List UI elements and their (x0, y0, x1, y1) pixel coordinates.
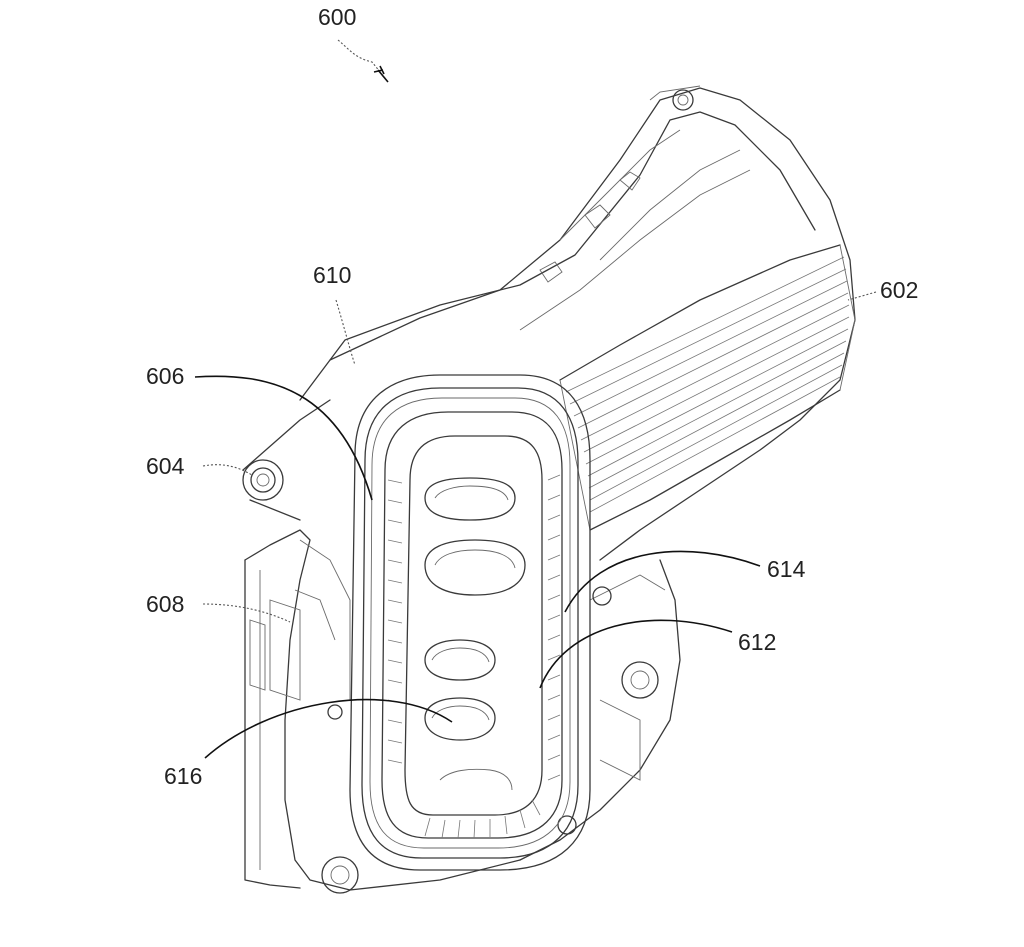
ref-610: 610 (313, 262, 356, 366)
mount-boss (242, 399, 331, 521)
ref-606: 606 (146, 363, 373, 501)
ring-band (381, 411, 563, 839)
ref-612-label: 612 (738, 629, 776, 655)
housing-body (299, 85, 856, 561)
ref-608: 608 (146, 591, 291, 623)
inner-wall (294, 539, 351, 700)
ref-604-leader (202, 464, 253, 476)
lower-body (244, 529, 681, 894)
ref-610-leader (335, 299, 356, 366)
ref-614-label: 614 (767, 556, 806, 582)
ref-602-leader (847, 291, 877, 301)
outer-frame (349, 374, 591, 871)
lens-elements (424, 477, 526, 791)
ref-612: 612 (539, 619, 776, 689)
ref-616-leader (204, 698, 453, 759)
ref-600-label: 600 (318, 4, 356, 30)
ref-602: 602 (847, 277, 918, 303)
ref-600: 600 (318, 4, 389, 83)
ref-610-label: 610 (313, 262, 351, 288)
ref-606-label: 606 (146, 363, 184, 389)
ref-600-leader (337, 39, 386, 79)
ref-604: 604 (146, 453, 253, 479)
ref-612-leader (539, 619, 733, 689)
heat-sink-fins (559, 244, 856, 531)
ref-602-label: 602 (880, 277, 918, 303)
ref-604-label: 604 (146, 453, 185, 479)
lamp-assembly-drawing (242, 85, 856, 894)
ref-614: 614 (564, 550, 806, 613)
ref-616: 616 (164, 698, 453, 789)
ref-614-leader (564, 550, 761, 613)
ref-600-arrow (373, 65, 389, 83)
ref-608-leader (202, 603, 291, 623)
ref-606-leader (194, 375, 373, 501)
ref-608-label: 608 (146, 591, 184, 617)
ref-616-label: 616 (164, 763, 202, 789)
